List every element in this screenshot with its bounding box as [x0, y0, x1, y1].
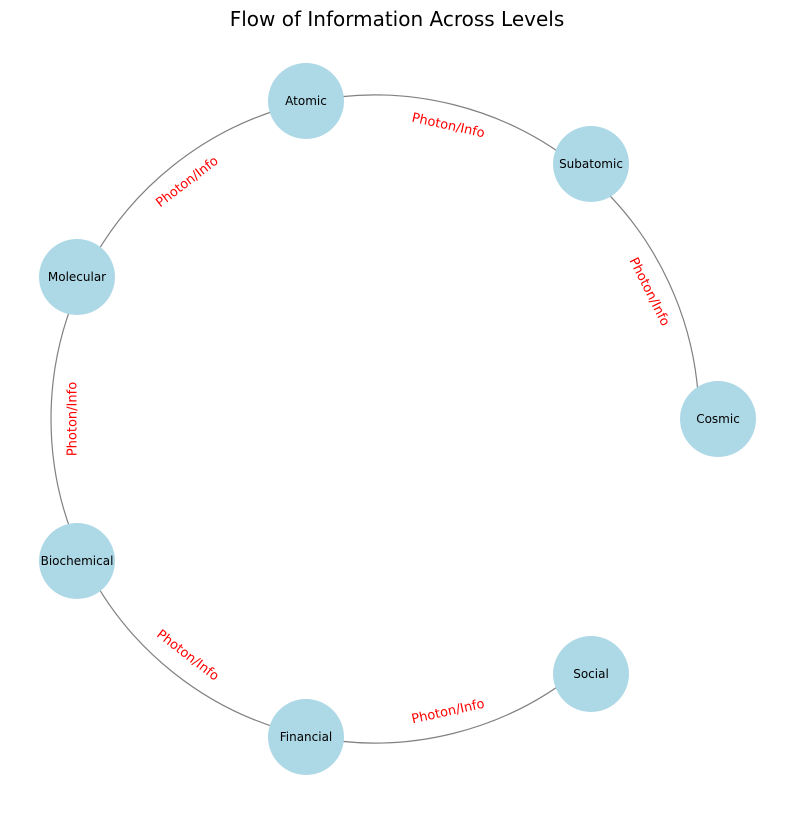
node-label-atomic: Atomic — [285, 94, 327, 108]
node-label-biochemical: Biochemical — [41, 554, 114, 568]
node-circle-cosmic — [680, 381, 756, 457]
edge-label-financial-biochemical: Photon/Info — [153, 627, 221, 684]
node-circle-atomic — [268, 63, 344, 139]
edge-subatomic-cosmic — [584, 171, 700, 420]
node-circle-financial — [268, 699, 344, 775]
edge-label-atomic-subatomic: Photon/Info — [410, 111, 486, 142]
node-cosmic: Cosmic — [680, 381, 756, 457]
node-label-subatomic: Subatomic — [559, 157, 623, 171]
node-label-social: Social — [573, 667, 609, 681]
edge-label-molecular-atomic: Photon/Info — [153, 154, 221, 211]
node-circle-social — [553, 636, 629, 712]
node-biochemical: Biochemical — [39, 523, 115, 599]
node-molecular: Molecular — [39, 239, 115, 315]
edge-biochemical-molecular — [50, 279, 84, 559]
node-circle-molecular — [39, 239, 115, 315]
edge-label-biochemical-molecular: Photon/Info — [66, 382, 81, 456]
edge-label-social-financial: Photon/Info — [410, 697, 486, 728]
node-social: Social — [553, 636, 629, 712]
node-atomic: Atomic — [268, 63, 344, 139]
edge-molecular-atomic — [81, 101, 307, 280]
edge-label-subatomic-cosmic: Photon/Info — [626, 255, 673, 328]
node-label-financial: Financial — [280, 730, 333, 744]
node-circle-subatomic — [553, 126, 629, 202]
node-financial: Financial — [268, 699, 344, 775]
node-label-molecular: Molecular — [48, 270, 106, 284]
edge-atomic-subatomic — [306, 94, 585, 173]
diagram-title: Flow of Information Across Levels — [230, 7, 565, 31]
edge-social-financial — [306, 665, 585, 744]
edge-financial-biochemical — [81, 558, 307, 737]
node-circle-biochemical — [39, 523, 115, 599]
node-label-cosmic: Cosmic — [696, 412, 740, 426]
node-subatomic: Subatomic — [553, 126, 629, 202]
